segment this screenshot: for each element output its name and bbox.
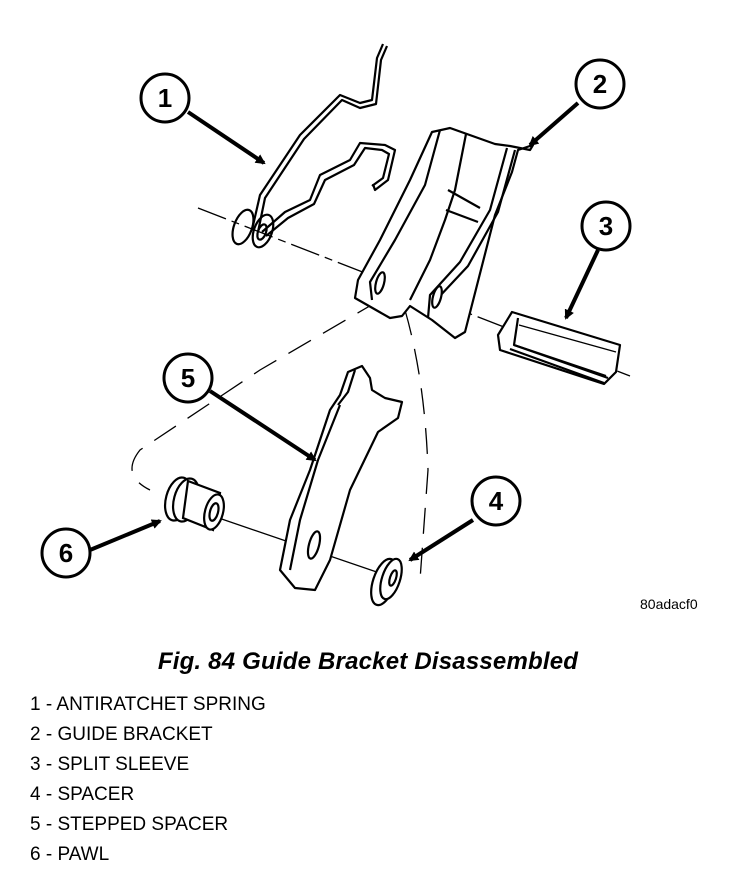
callout-1: 1 <box>139 72 191 124</box>
leader-arrow-3 <box>564 249 600 320</box>
pawl-part <box>163 476 225 532</box>
leader-arrow-1 <box>186 110 266 165</box>
legend-item: 6 - PAWL <box>30 844 110 865</box>
parts-legend: 1 - ANTIRATCHET SPRING 2 - GUIDE BRACKET… <box>30 690 266 870</box>
legend-item: 4 - SPACER <box>30 784 135 805</box>
figure-reference-code: 80adacf0 <box>640 596 698 612</box>
callout-number-5: 5 <box>181 363 195 393</box>
leader-arrow-2 <box>528 101 580 147</box>
spacer-part <box>370 557 403 607</box>
leader-arrow-6 <box>89 519 162 552</box>
callout-3: 3 <box>580 200 632 252</box>
leader-arrow-4 <box>408 518 475 562</box>
dashed-guide-left <box>131 299 381 491</box>
callout-4: 4 <box>470 475 522 527</box>
callout-number-6: 6 <box>59 538 73 568</box>
leader-arrows <box>89 101 600 562</box>
figure-caption: Fig. 84 Guide Bracket Disassembled <box>157 648 579 675</box>
legend-item: 2 - GUIDE BRACKET <box>30 724 213 745</box>
callout-2: 2 <box>574 58 626 110</box>
legend-item: 1 - ANTIRATCHET SPRING <box>30 694 266 715</box>
dashed-guide-right <box>404 309 429 581</box>
callout-number-3: 3 <box>599 211 613 241</box>
stepped-spacer-part <box>278 364 404 592</box>
legend-item: 3 - SPLIT SLEEVE <box>30 754 190 775</box>
leader-arrow-5 <box>208 389 317 462</box>
exploded-view-diagram: 1 2 3 4 5 6 <box>40 43 632 607</box>
callout-number-1: 1 <box>158 83 172 113</box>
callout-6: 6 <box>40 527 92 579</box>
legend-item: 5 - STEPPED SPACER <box>30 814 229 835</box>
callout-number-4: 4 <box>489 486 504 516</box>
split-sleeve-part <box>496 310 622 386</box>
antiratchet-spring-part <box>231 43 397 249</box>
callout-5: 5 <box>162 352 214 404</box>
guide-bracket-part <box>353 126 535 340</box>
callout-number-2: 2 <box>593 69 607 99</box>
